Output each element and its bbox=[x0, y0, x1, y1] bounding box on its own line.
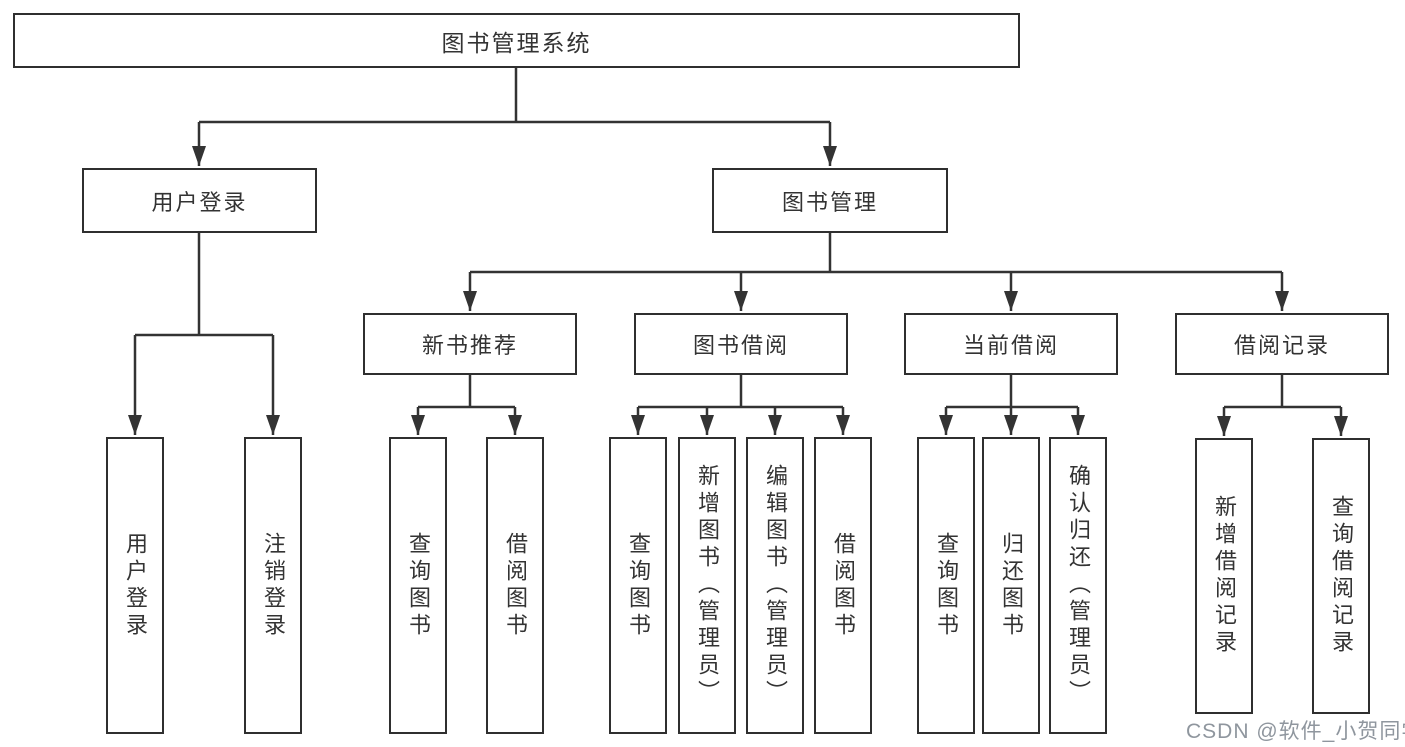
leaf-user-login-label: 用户登录 bbox=[123, 531, 148, 640]
connector-book-borrow bbox=[631, 375, 850, 435]
node-root-label: 图书管理系统 bbox=[441, 29, 592, 56]
leaf-return-book-label: 归还图书 bbox=[999, 531, 1024, 640]
leaf-current-query-book: 查询图书 bbox=[917, 437, 975, 734]
leaf-recommend-query-book-label: 查询图书 bbox=[406, 531, 431, 640]
leaf-confirm-return-admin: 确认归还（管理员） bbox=[1049, 437, 1107, 734]
leaf-borrow-query-book-label: 查询图书 bbox=[626, 531, 651, 640]
node-book-borrow-label: 图书借阅 bbox=[692, 333, 789, 358]
connector-borrow-records bbox=[1217, 375, 1348, 436]
leaf-add-borrow-record: 新增借阅记录 bbox=[1195, 438, 1253, 714]
node-new-book-recommend-label: 新书推荐 bbox=[421, 333, 518, 358]
leaf-current-query-book-label: 查询图书 bbox=[934, 531, 959, 640]
watermark: CSDN @软件_小贺同学 bbox=[1186, 720, 1405, 743]
node-book-management: 图书管理 bbox=[712, 168, 948, 233]
leaf-query-borrow-record-label: 查询借阅记录 bbox=[1329, 495, 1354, 657]
leaf-add-book-admin-label: 新增图书（管理员） bbox=[695, 464, 720, 707]
leaf-logout: 注销登录 bbox=[244, 437, 302, 734]
leaf-logout-label: 注销登录 bbox=[261, 531, 286, 640]
node-book-management-label: 图书管理 bbox=[781, 189, 878, 215]
leaf-recommend-query-book: 查询图书 bbox=[389, 437, 447, 734]
leaf-confirm-return-admin-label: 确认归还（管理员） bbox=[1066, 464, 1091, 707]
leaf-query-borrow-record: 查询借阅记录 bbox=[1312, 438, 1370, 714]
leaf-return-book: 归还图书 bbox=[982, 437, 1040, 734]
leaf-edit-book-admin-label: 编辑图书（管理员） bbox=[763, 464, 788, 707]
leaf-add-borrow-record-label: 新增借阅记录 bbox=[1212, 495, 1237, 657]
connector-new-book-recommend bbox=[411, 375, 522, 435]
connector-current-borrow bbox=[939, 375, 1085, 435]
node-current-borrow-label: 当前借阅 bbox=[962, 333, 1059, 358]
connector-user-login bbox=[128, 233, 280, 435]
node-user-login: 用户登录 bbox=[82, 168, 317, 233]
leaf-recommend-borrow-book-label: 借阅图书 bbox=[503, 531, 528, 640]
leaf-borrow-book-label: 借阅图书 bbox=[831, 531, 856, 640]
connector-root bbox=[192, 68, 837, 166]
node-root: 图书管理系统 bbox=[13, 13, 1020, 68]
node-borrow-records: 借阅记录 bbox=[1175, 313, 1389, 375]
leaf-recommend-borrow-book: 借阅图书 bbox=[486, 437, 544, 734]
node-current-borrow: 当前借阅 bbox=[904, 313, 1118, 375]
node-new-book-recommend: 新书推荐 bbox=[363, 313, 577, 375]
node-user-login-label: 用户登录 bbox=[151, 189, 248, 215]
leaf-edit-book-admin: 编辑图书（管理员） bbox=[746, 437, 804, 734]
leaf-user-login: 用户登录 bbox=[106, 437, 164, 734]
leaf-borrow-query-book: 查询图书 bbox=[609, 437, 667, 734]
node-book-borrow: 图书借阅 bbox=[634, 313, 848, 375]
connector-book-management bbox=[463, 233, 1289, 311]
leaf-borrow-book: 借阅图书 bbox=[814, 437, 872, 734]
node-borrow-records-label: 借阅记录 bbox=[1233, 333, 1330, 358]
leaf-add-book-admin: 新增图书（管理员） bbox=[678, 437, 736, 734]
